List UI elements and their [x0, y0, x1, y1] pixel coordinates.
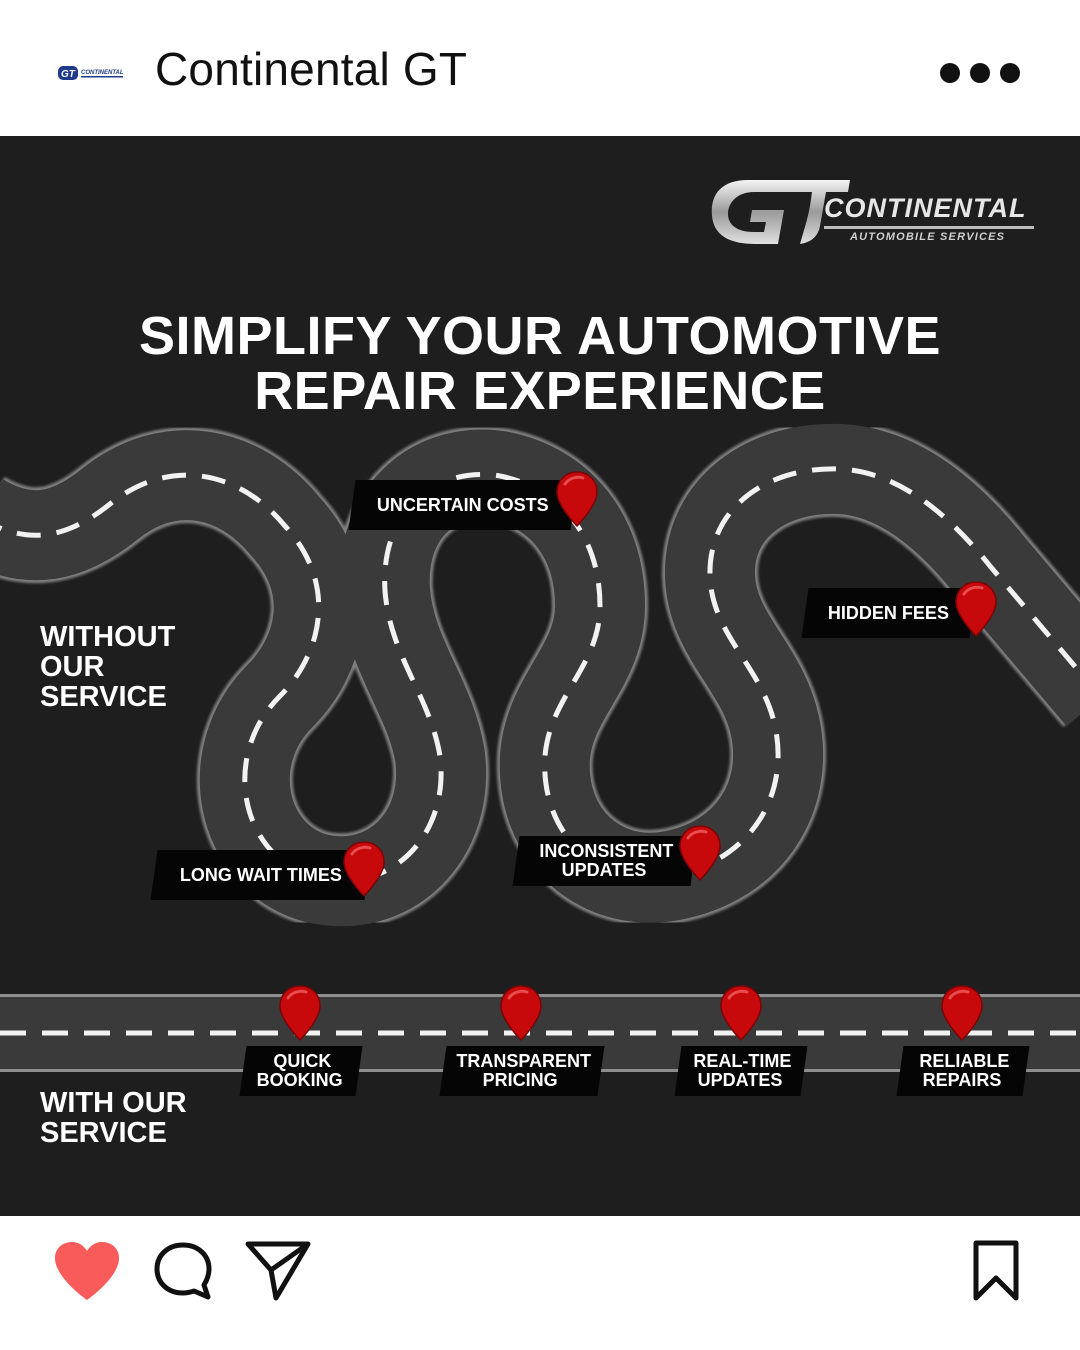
svg-text:GT: GT	[61, 69, 76, 80]
map-pin-icon	[556, 471, 598, 528]
comment-icon[interactable]	[152, 1240, 214, 1302]
map-pin-icon	[955, 581, 997, 638]
tag-text: UPDATES	[561, 860, 647, 880]
winding-road	[0, 420, 1080, 930]
map-pin-icon	[279, 985, 321, 1042]
more-options-icon[interactable]	[940, 58, 1022, 88]
post-actions-bar	[0, 1216, 1080, 1350]
problem-tag: UNCERTAIN COSTS	[348, 480, 578, 530]
tag-text: UPDATES	[697, 1070, 783, 1090]
map-pin-icon	[500, 985, 542, 1042]
headline-line-1: SIMPLIFY YOUR AUTOMOTIVE	[138, 306, 942, 366]
more-dot	[1000, 63, 1020, 83]
logo-subtitle: AUTOMOBILE SERVICES	[850, 231, 1006, 243]
map-pin-icon	[720, 985, 762, 1042]
bookmark-icon[interactable]	[972, 1240, 1020, 1302]
tag-text: LONG WAIT TIMES	[180, 864, 342, 885]
headline-line-2: REPAIR EXPERIENCE	[254, 361, 826, 421]
benefit-tag: QUICK BOOKING	[239, 1046, 363, 1096]
benefit-tag: REAL-TIME UPDATES	[674, 1046, 808, 1096]
label-line: SERVICE	[40, 1117, 167, 1149]
tag-text: QUICK	[273, 1051, 332, 1071]
svg-text:CONTINENTAL: CONTINENTAL	[81, 70, 124, 76]
benefit-tag: RELIABLE REPAIRS	[896, 1046, 1030, 1096]
label-line: SERVICE	[40, 681, 167, 713]
tag-text: INCONSISTENT	[539, 841, 674, 861]
with-service-label: WITH OUR SERVICE	[40, 1088, 187, 1148]
tag-text: HIDDEN FEES	[828, 602, 950, 623]
tag-text: REAL-TIME	[693, 1051, 792, 1071]
map-pin-icon	[941, 985, 983, 1042]
continental-gt-logo	[711, 180, 1034, 244]
benefit-tag: TRANSPARENT PRICING	[439, 1046, 605, 1096]
map-pin-icon	[679, 825, 721, 882]
map-pin-icon	[343, 841, 385, 898]
problem-tag: HIDDEN FEES	[801, 588, 977, 638]
problem-tag: LONG WAIT TIMES	[150, 850, 372, 900]
label-line: OUR	[40, 651, 105, 683]
post-image: CONTINENTAL AUTOMOBILE SERVICES SIMPLIFY…	[0, 136, 1080, 1216]
more-dot	[970, 63, 990, 83]
tag-text: UNCERTAIN COSTS	[377, 494, 549, 515]
tag-text: REPAIRS	[922, 1070, 1002, 1090]
heart-icon[interactable]	[52, 1240, 122, 1302]
label-line: WITH OUR	[40, 1087, 187, 1119]
problem-tag: INCONSISTENT UPDATES	[512, 836, 698, 886]
tag-text: TRANSPARENT	[455, 1051, 591, 1071]
send-icon[interactable]	[244, 1240, 312, 1302]
tag-text: BOOKING	[256, 1070, 343, 1090]
without-service-label: WITHOUT OUR SERVICE	[40, 622, 175, 712]
post-header: GT CONTINENTAL Continental GT	[0, 0, 1080, 136]
brand-logo-icon[interactable]: GT CONTINENTAL	[56, 62, 126, 84]
account-name[interactable]: Continental GT	[155, 43, 468, 95]
label-line: WITHOUT	[40, 621, 176, 653]
tag-text: PRICING	[483, 1070, 559, 1090]
logo-wordmark: CONTINENTAL	[824, 193, 1027, 223]
tag-text: RELIABLE	[919, 1051, 1010, 1071]
more-dot	[940, 63, 960, 83]
